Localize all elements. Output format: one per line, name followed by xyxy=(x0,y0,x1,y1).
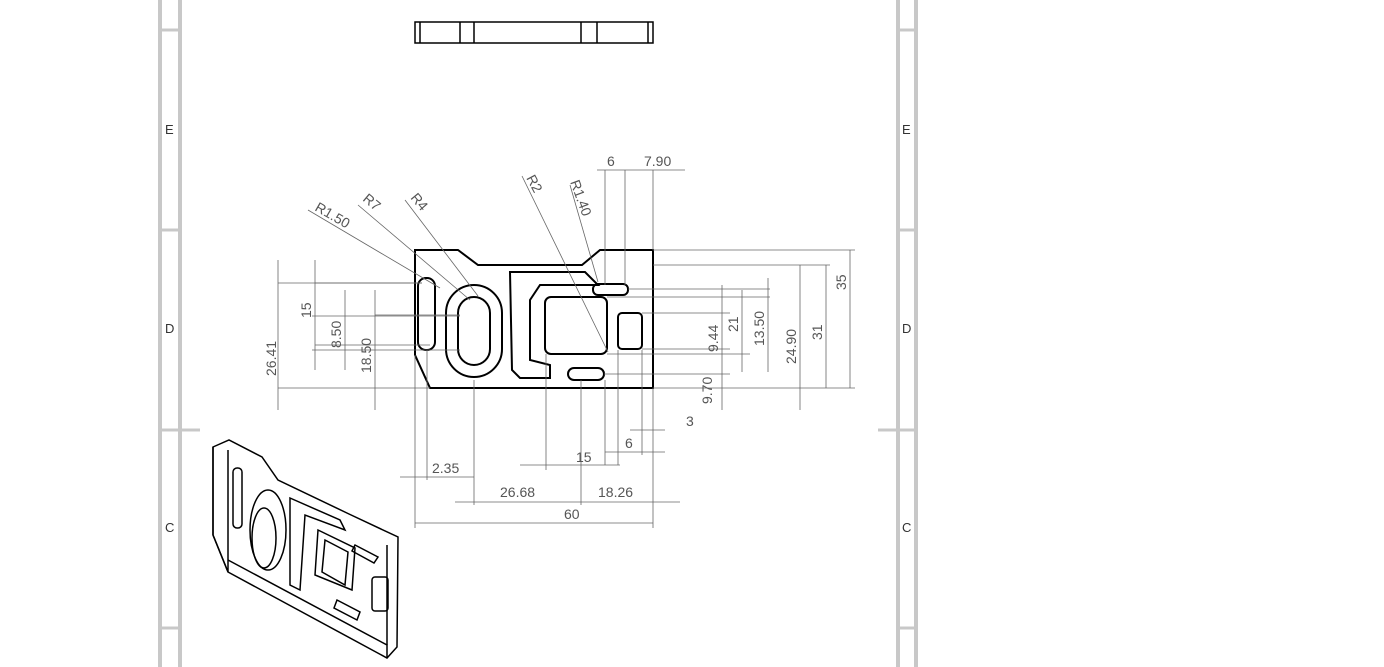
dim-right-13-50: 13.50 xyxy=(751,311,767,346)
dim-r2: R2 xyxy=(523,172,546,196)
front-view[interactable] xyxy=(414,249,654,389)
dim-bottom-3: 3 xyxy=(686,413,694,429)
zone-label-right-e: E xyxy=(902,122,911,137)
zone-label-left-e: E xyxy=(165,122,174,137)
dim-top-7-90: 7.90 xyxy=(644,153,671,169)
sheet-border-right xyxy=(878,0,918,667)
dim-bottom-6: 6 xyxy=(625,435,633,451)
dim-right-9-44: 9.44 xyxy=(705,325,721,352)
sheet-border-left xyxy=(158,0,200,667)
dim-left-15: 15 xyxy=(298,302,314,318)
dim-left-26-41: 26.41 xyxy=(263,341,279,376)
dim-bottom-26-68: 26.68 xyxy=(500,484,535,500)
dim-right-21: 21 xyxy=(725,316,741,332)
zone-label-right-d: D xyxy=(902,321,911,336)
dim-bottom-2-35: 2.35 xyxy=(432,460,459,476)
dim-r1-40: R1.40 xyxy=(567,178,595,219)
dim-right-35: 35 xyxy=(833,274,849,290)
dim-right-31: 31 xyxy=(809,324,825,340)
dim-left-8-50: 8.50 xyxy=(328,321,344,348)
dim-right-24-90: 24.90 xyxy=(783,329,799,364)
dim-top-6: 6 xyxy=(607,153,615,169)
isometric-view[interactable] xyxy=(212,439,399,659)
dim-bottom-15: 15 xyxy=(576,449,592,465)
zone-label-left-d: D xyxy=(165,321,174,336)
dim-right-9-70: 9.70 xyxy=(699,377,715,404)
dim-bottom-60: 60 xyxy=(564,506,580,522)
dim-bottom-18-26: 18.26 xyxy=(598,484,633,500)
top-view[interactable] xyxy=(414,21,654,44)
dim-r4: R4 xyxy=(408,190,432,214)
dim-left-18-50: 18.50 xyxy=(358,338,374,373)
zone-label-left-c: C xyxy=(165,520,174,535)
zone-label-right-c: C xyxy=(902,520,911,535)
dim-r1-50: R1.50 xyxy=(313,199,354,232)
dimension-lines xyxy=(277,169,855,528)
